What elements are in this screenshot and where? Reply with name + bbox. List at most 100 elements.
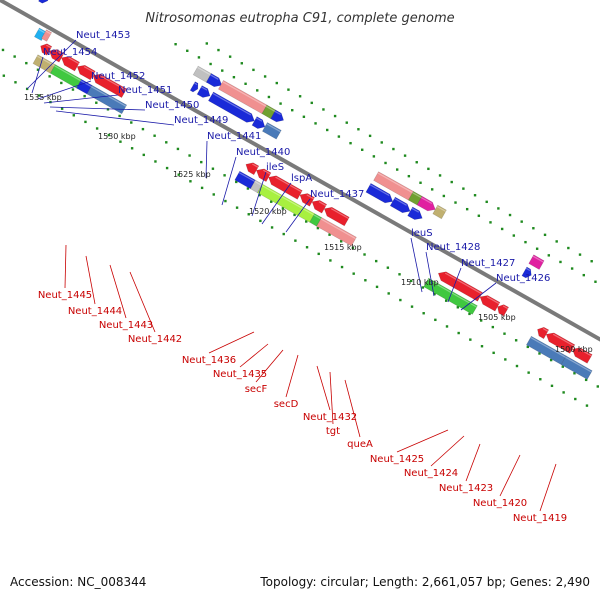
gene-label-neut-1423[interactable]: Neut_1423: [439, 483, 493, 494]
gene-label-neut-1445[interactable]: Neut_1445: [38, 290, 92, 301]
tick-mark: [60, 81, 63, 85]
gene-feature[interactable]: [76, 64, 96, 81]
tick-mark: [524, 240, 527, 244]
gene-label-neut-1432[interactable]: Neut_1432: [303, 412, 357, 423]
kbp-label: 1520 kbp: [249, 207, 287, 216]
gene-feature[interactable]: [251, 116, 266, 129]
gene-feature[interactable]: [196, 85, 211, 98]
tick-mark: [561, 365, 565, 368]
gene-label-secf[interactable]: secF: [245, 384, 268, 395]
gene-label-neut-1451[interactable]: Neut_1451: [118, 85, 172, 96]
gene-label-neut-1424[interactable]: Neut_1424: [404, 468, 458, 479]
tick-mark: [205, 42, 209, 45]
gene-feature[interactable]: [255, 168, 272, 183]
gene-label-neut-1437[interactable]: Neut_1437: [310, 189, 364, 200]
tick-mark: [456, 306, 460, 309]
leader-line: [109, 264, 127, 319]
gene-feature[interactable]: [33, 27, 47, 42]
gene-feature[interactable]: [323, 206, 350, 227]
tick-mark: [209, 62, 212, 66]
gene-feature[interactable]: [416, 195, 436, 212]
tick-mark: [197, 56, 201, 59]
gene-feature[interactable]: [61, 56, 81, 72]
tick-mark: [95, 127, 99, 130]
tick-mark: [567, 246, 570, 250]
gene-feature[interactable]: [245, 162, 260, 176]
gene-label-iles[interactable]: ileS: [266, 162, 284, 173]
gene-feature[interactable]: [192, 65, 213, 84]
gene-highlight: [565, 356, 592, 373]
gene-highlight: [222, 81, 267, 107]
gene-feature[interactable]: [205, 73, 223, 88]
gene-feature[interactable]: [437, 271, 483, 302]
kbp-label: 1500 kbp: [555, 345, 593, 354]
tick-mark: [403, 154, 407, 157]
gene-feature[interactable]: [365, 182, 394, 204]
gene-feature[interactable]: [497, 304, 510, 317]
map-title: Nitrosomonas eutropha C91, complete geno…: [145, 11, 454, 26]
gene-label-neut-1453[interactable]: Neut_1453: [76, 30, 130, 41]
tick-mark: [363, 253, 366, 256]
gene-feature[interactable]: [92, 73, 128, 99]
gene-feature[interactable]: [389, 196, 411, 214]
gene-label-neut-1443[interactable]: Neut_1443: [99, 320, 153, 331]
gene-label-neut-1420[interactable]: Neut_1420: [473, 498, 527, 509]
gene-label-leus[interactable]: leuS: [411, 228, 433, 239]
leader-line: [285, 354, 299, 398]
leader-line: [85, 255, 96, 305]
tick-mark: [590, 260, 593, 263]
gene-label-neut-1435[interactable]: Neut_1435: [213, 369, 267, 380]
tick-mark: [174, 43, 177, 46]
gene-feature[interactable]: [407, 206, 423, 220]
gene-label-neut-1426[interactable]: Neut_1426: [496, 273, 550, 284]
gene-label-neut-1427[interactable]: Neut_1427: [461, 258, 515, 269]
gene-feature[interactable]: [38, 0, 49, 4]
gene-label-neut-1449[interactable]: Neut_1449: [174, 115, 228, 126]
tick-mark: [246, 187, 250, 190]
gene-label-neut-1441[interactable]: Neut_1441: [207, 131, 261, 142]
gene-feature[interactable]: [270, 109, 284, 123]
gene-feature[interactable]: [560, 355, 593, 380]
gene-feature[interactable]: [41, 29, 53, 42]
gene-highlight: [313, 214, 322, 220]
gene-feature[interactable]: [261, 122, 282, 140]
tick-mark: [186, 49, 189, 52]
tick-mark: [235, 206, 239, 209]
gene-label-lspa[interactable]: lspA: [291, 173, 312, 184]
gene-label-neut-1425[interactable]: Neut_1425: [370, 454, 424, 465]
tick-mark: [141, 127, 145, 131]
gene-label-neut-1428[interactable]: Neut_1428: [426, 242, 480, 253]
gene-label-quea[interactable]: queA: [347, 439, 373, 450]
gene-label-neut-1440[interactable]: Neut_1440: [236, 147, 290, 158]
gene-feature[interactable]: [311, 200, 328, 214]
gene-feature[interactable]: [571, 347, 593, 364]
gene-label-neut-1436[interactable]: Neut_1436: [182, 355, 236, 366]
gene-label-secd[interactable]: secD: [274, 399, 299, 410]
gene-feature[interactable]: [521, 266, 532, 279]
gene-label-tgt[interactable]: tgt: [326, 426, 340, 437]
gene-feature[interactable]: [49, 64, 82, 89]
gene-feature[interactable]: [40, 43, 53, 56]
tick-mark: [457, 331, 460, 335]
gene-feature[interactable]: [189, 81, 199, 93]
gene-feature[interactable]: [537, 326, 550, 340]
gene-label-neut-1442[interactable]: Neut_1442: [128, 334, 182, 345]
leader-line: [430, 435, 465, 467]
tick-mark: [527, 371, 530, 374]
gene-label-neut-1444[interactable]: Neut_1444: [68, 306, 122, 317]
tick-mark: [550, 384, 554, 388]
gene-highlight: [263, 169, 271, 175]
gene-label-neut-1450[interactable]: Neut_1450: [145, 100, 199, 111]
tick-mark: [252, 68, 255, 72]
gene-feature[interactable]: [86, 84, 128, 115]
gene-feature[interactable]: [528, 254, 545, 270]
gene-label-neut-1419[interactable]: Neut_1419: [513, 513, 567, 524]
gene-label-neut-1452[interactable]: Neut_1452: [91, 71, 145, 82]
gene-label-neut-1454[interactable]: Neut_1454: [43, 47, 97, 58]
gene-feature[interactable]: [545, 332, 576, 354]
gene-feature[interactable]: [316, 217, 357, 247]
gene-feature[interactable]: [432, 204, 447, 220]
gene-highlight: [254, 180, 262, 186]
gene-feature[interactable]: [207, 91, 255, 123]
gene-feature[interactable]: [479, 295, 501, 312]
